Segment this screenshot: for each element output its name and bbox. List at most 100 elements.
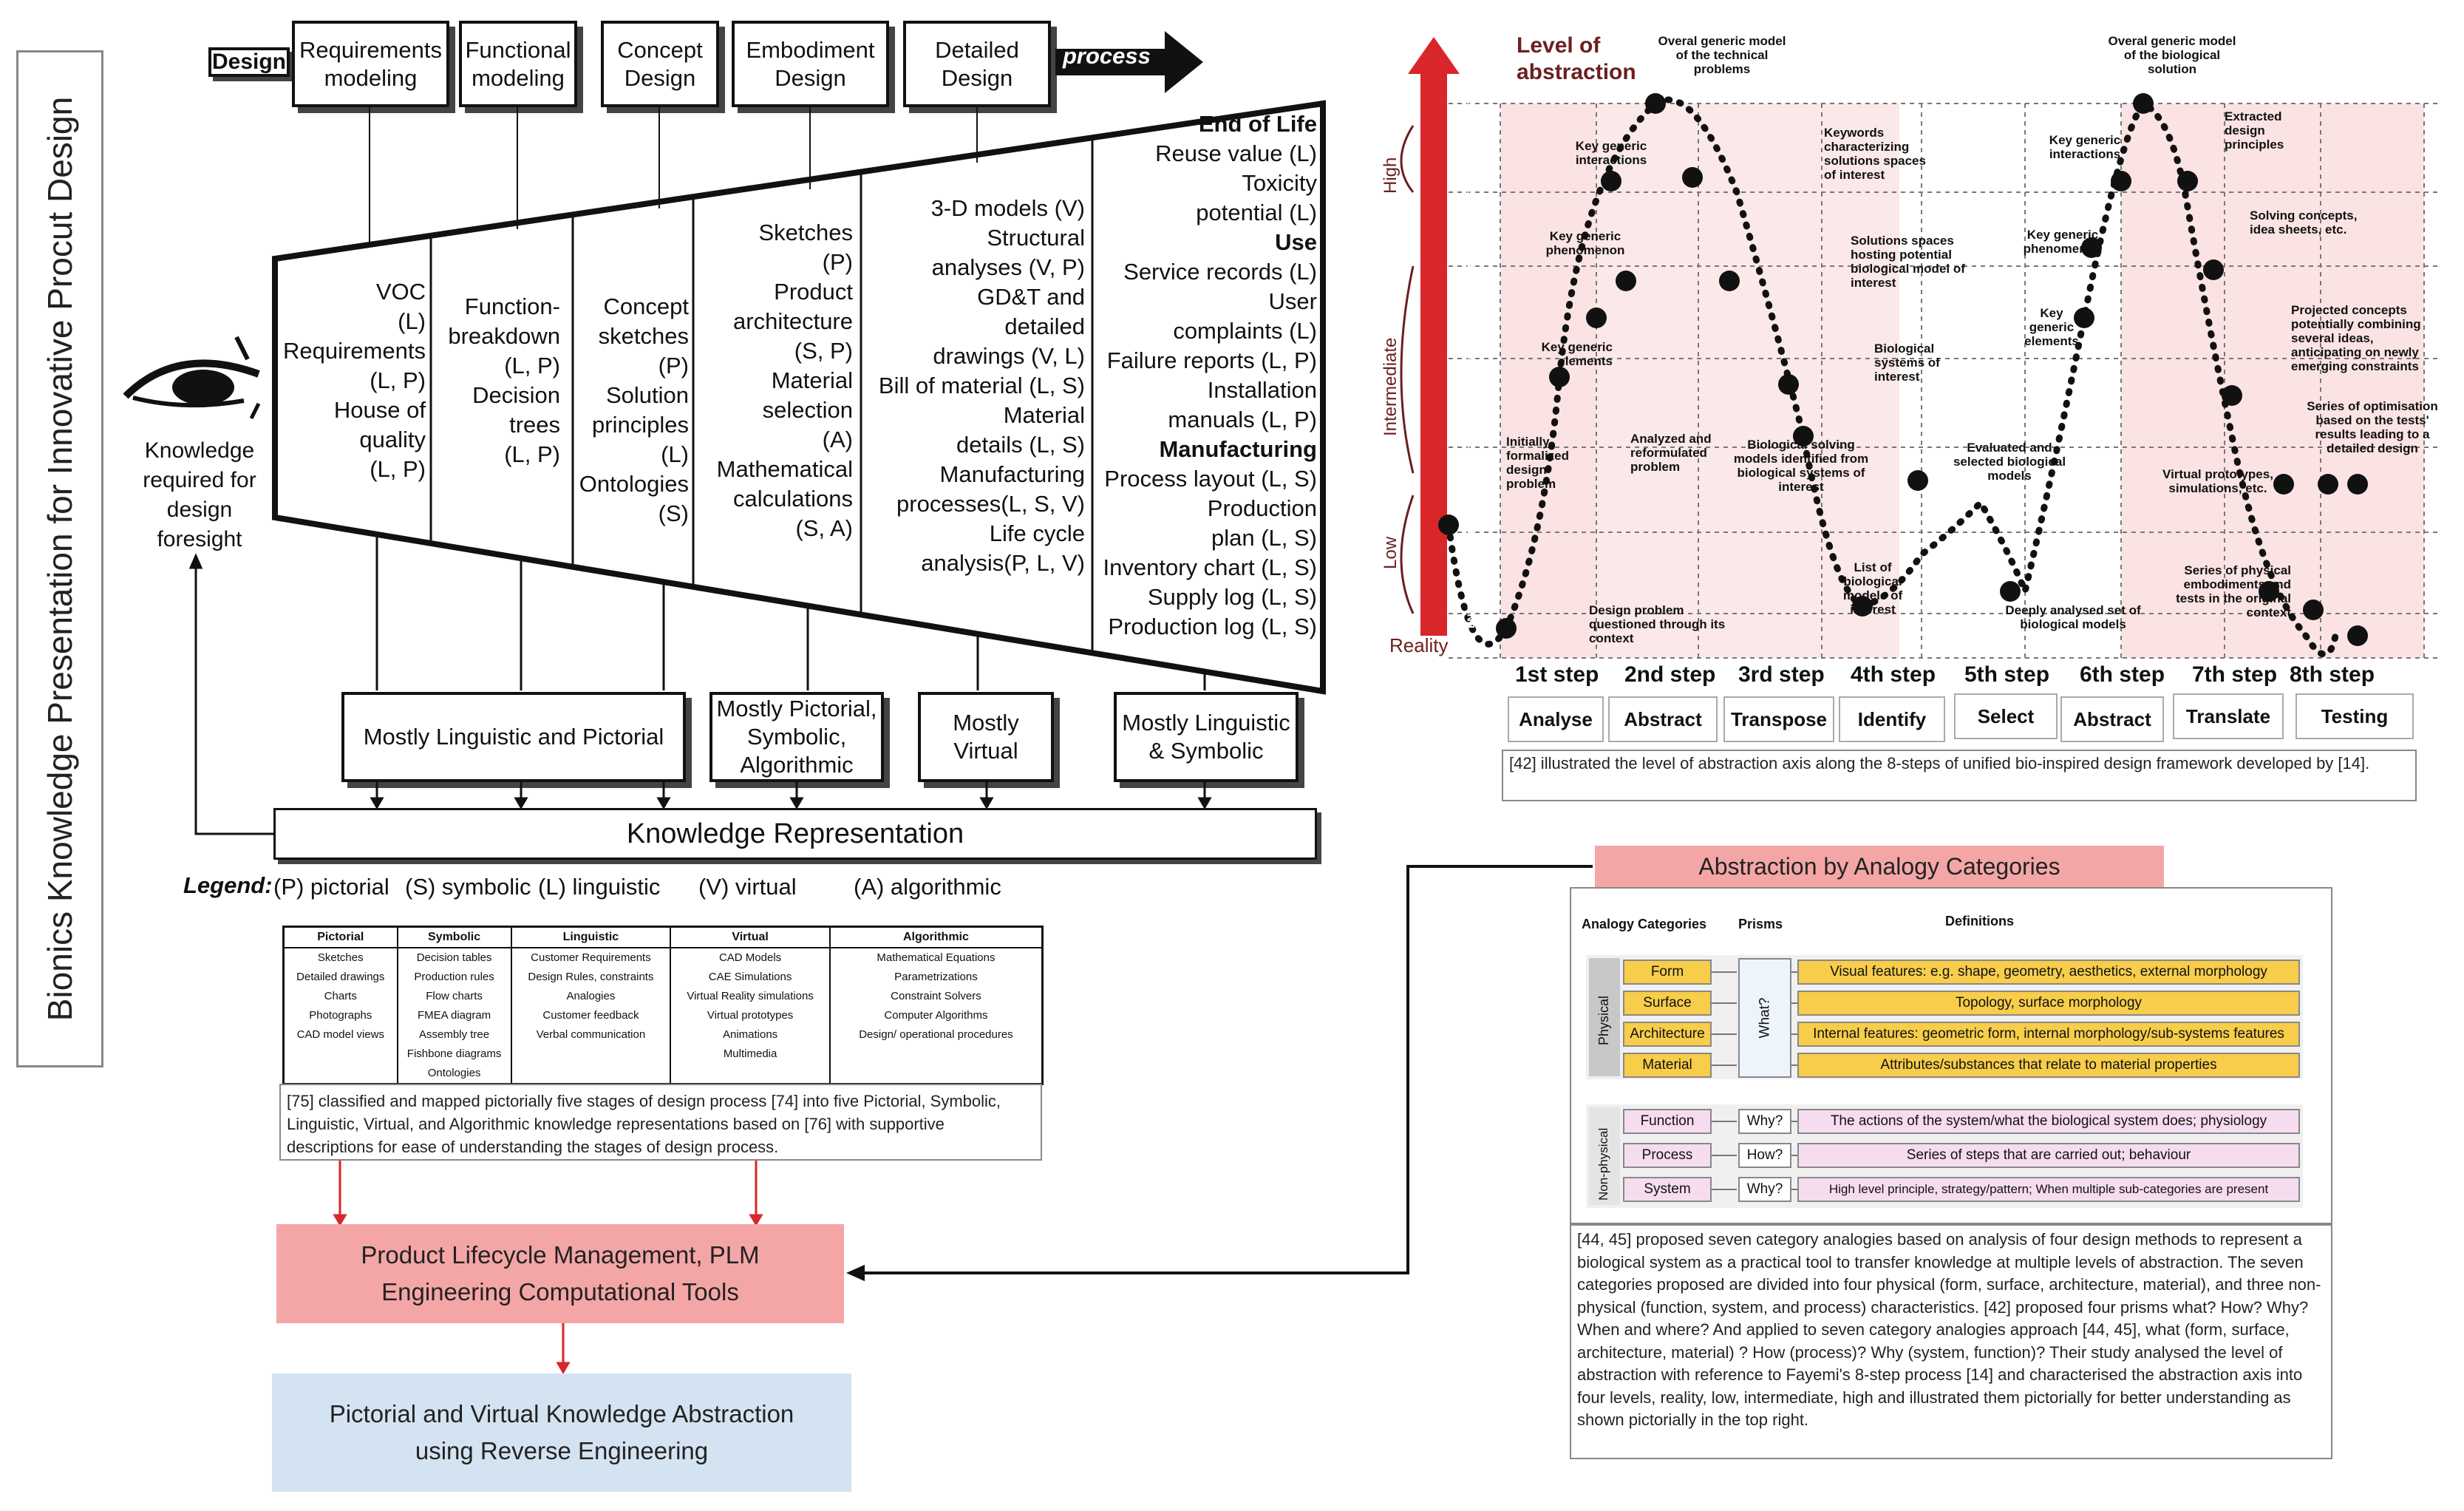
column-line: analyses (V, P) <box>931 254 1085 280</box>
band-step-1 <box>1500 103 1596 658</box>
kr-header-symbolic: Symbolic <box>396 926 512 948</box>
row-dynamic-patterns: DYNAMIC PATTERNS <box>1465 254 1477 359</box>
column-line: details (L, S) <box>956 432 1085 458</box>
def-process: Series of steps that are carried out; be… <box>1797 1143 2300 1168</box>
column-line: (L, P) <box>370 367 426 393</box>
analogy-header-prisms: Prisms <box>1738 917 1783 931</box>
annot-analyzed-problem: Analyzed and reformulated problem <box>1630 432 1712 474</box>
knowledge-required-label: Knowledge required for design foresight <box>143 438 256 551</box>
knowledge-funnel <box>272 100 1326 695</box>
path-point-7 <box>1682 167 1703 188</box>
path-point-11 <box>1852 596 1873 617</box>
path-point-4 <box>1616 271 1636 291</box>
column-line: quality <box>359 427 426 452</box>
kr-cell-item: Multimedia <box>723 1047 777 1060</box>
column-line: (P) <box>822 249 853 275</box>
step-label-8: 8th step <box>2290 662 2375 687</box>
row-generic-traits: GENERIC TRAITS <box>1465 359 1477 446</box>
column-line: Manufacturing <box>939 461 1085 487</box>
kr-cell-item: Virtual prototypes <box>707 1009 794 1022</box>
column-line: Solution <box>605 382 689 408</box>
def-architecture: Internal features: geometric form, inter… <box>1797 1022 2300 1047</box>
column-line: Process layout (L, S) <box>1104 466 1317 492</box>
abstraction-path <box>1445 96 2339 658</box>
def-form: Visual features: e.g. shape, geometry, a… <box>1797 960 2300 985</box>
nonphysical-label: Non-physical <box>1596 1127 1610 1201</box>
legend-title: Legend: <box>183 872 273 898</box>
reverse-engineering-box: Pictorial and Virtual Knowledge Abstract… <box>272 1374 851 1492</box>
annot-key-elements-2: Key generic elements <box>2024 306 2079 348</box>
process-arrow <box>1055 31 1203 93</box>
column-line: (L) <box>398 308 426 334</box>
kr-cell-item: Decision tables <box>416 951 492 964</box>
row-generic-models: GENERIC MODELS <box>1465 86 1477 180</box>
analogy-system: System <box>1623 1177 1712 1202</box>
path-point-5 <box>1645 93 1666 114</box>
kr-table-header: Pictorial Symbolic Linguistic Virtual Al… <box>282 926 1044 948</box>
column-line: (S) <box>658 500 689 526</box>
level-axis-arrow <box>1408 37 1460 636</box>
caption-42: [42] illustrated the level of abstractio… <box>1502 750 2417 801</box>
rep-virtual: Mostly Virtual <box>918 692 1054 782</box>
column-line: Material <box>771 367 853 393</box>
step-analyse: Analyse <box>1508 696 1604 742</box>
column-line: VOC <box>375 279 426 305</box>
annot-extracted-principles: Extracted design principles <box>2225 109 2284 152</box>
column-line: Production <box>1207 495 1317 521</box>
path-point-17 <box>2133 93 2154 114</box>
column-line: Concept <box>603 293 689 319</box>
path-point-24 <box>2259 581 2279 602</box>
path-point-1 <box>1549 367 1570 387</box>
kr-cell-item: Constraint Solvers <box>891 990 981 1002</box>
kr-cell-item: CAE Simulations <box>708 971 792 983</box>
kr-cell-item: Charts <box>324 990 357 1002</box>
legend-virtual: (V) virtual <box>698 874 797 900</box>
column-line: selection <box>762 397 853 423</box>
column-line: analysis(P, L, V) <box>921 550 1085 576</box>
annot-physical-embodiments: Series of physical embodiments and tests… <box>2176 563 2291 619</box>
column-line: Reuse value (L) <box>1155 140 1317 166</box>
column-line: Structural <box>987 225 1085 251</box>
stage-requirements-modeling: Requirements modeling <box>292 21 449 107</box>
path-point-0 <box>1438 515 1459 535</box>
step-transpose: Transpose <box>1723 696 1834 742</box>
annot-keywords: Keywords characterizing solutions spaces… <box>1824 126 1926 182</box>
legend-symbolic: (S) symbolic <box>405 874 531 900</box>
annot-evaluated-selected: Evaluated and selected biological models <box>1953 441 2066 483</box>
kr-cell-item: Design/ operational procedures <box>859 1028 1013 1041</box>
analogy-surface: Surface <box>1623 991 1712 1016</box>
kr-cell-item: Detailed drawings <box>296 971 385 983</box>
path-point-19 <box>2203 259 2224 280</box>
kr-cell-item: Customer feedback <box>542 1009 639 1022</box>
def-function: The actions of the system/what the biolo… <box>1797 1109 2300 1134</box>
column-line: End of Life <box>1198 111 1317 137</box>
annot-virtual-prototypes: Virtual prototypes, simulations, etc. <box>2162 467 2273 495</box>
kr-cell-item: Photographs <box>309 1009 372 1022</box>
brace-high <box>1400 125 1415 193</box>
column-line: (S, A) <box>795 515 853 541</box>
abstraction-chart <box>1400 37 2439 659</box>
brace-intermediate <box>1400 265 1415 474</box>
kr-cell-item: Parametrizations <box>894 971 978 983</box>
step-abstract-2: Abstract <box>2060 696 2164 742</box>
column-line: Bill of material (L, S) <box>878 373 1085 398</box>
column-line: Ontologies <box>579 471 689 497</box>
analogy-connectors <box>1712 971 1797 1190</box>
column-line: architecture <box>733 308 853 334</box>
brace-low <box>1400 495 1415 614</box>
column-line: plan (L, S) <box>1211 525 1317 551</box>
path-point-23 <box>2347 474 2368 495</box>
column-line: breakdown <box>448 323 560 349</box>
kr-cell-item: Virtual Reality simulations <box>687 990 814 1002</box>
band-step-2-4 <box>1596 103 1899 658</box>
step-select: Select <box>1954 693 2058 739</box>
prism-what: What? <box>1738 958 1791 1078</box>
path-point-14 <box>2074 308 2094 328</box>
column-line: calculations <box>733 486 853 512</box>
stage-detailed-design: Detailed Design <box>903 21 1051 107</box>
annot-optimisation: Series of optimisation based on the test… <box>2307 399 2438 455</box>
